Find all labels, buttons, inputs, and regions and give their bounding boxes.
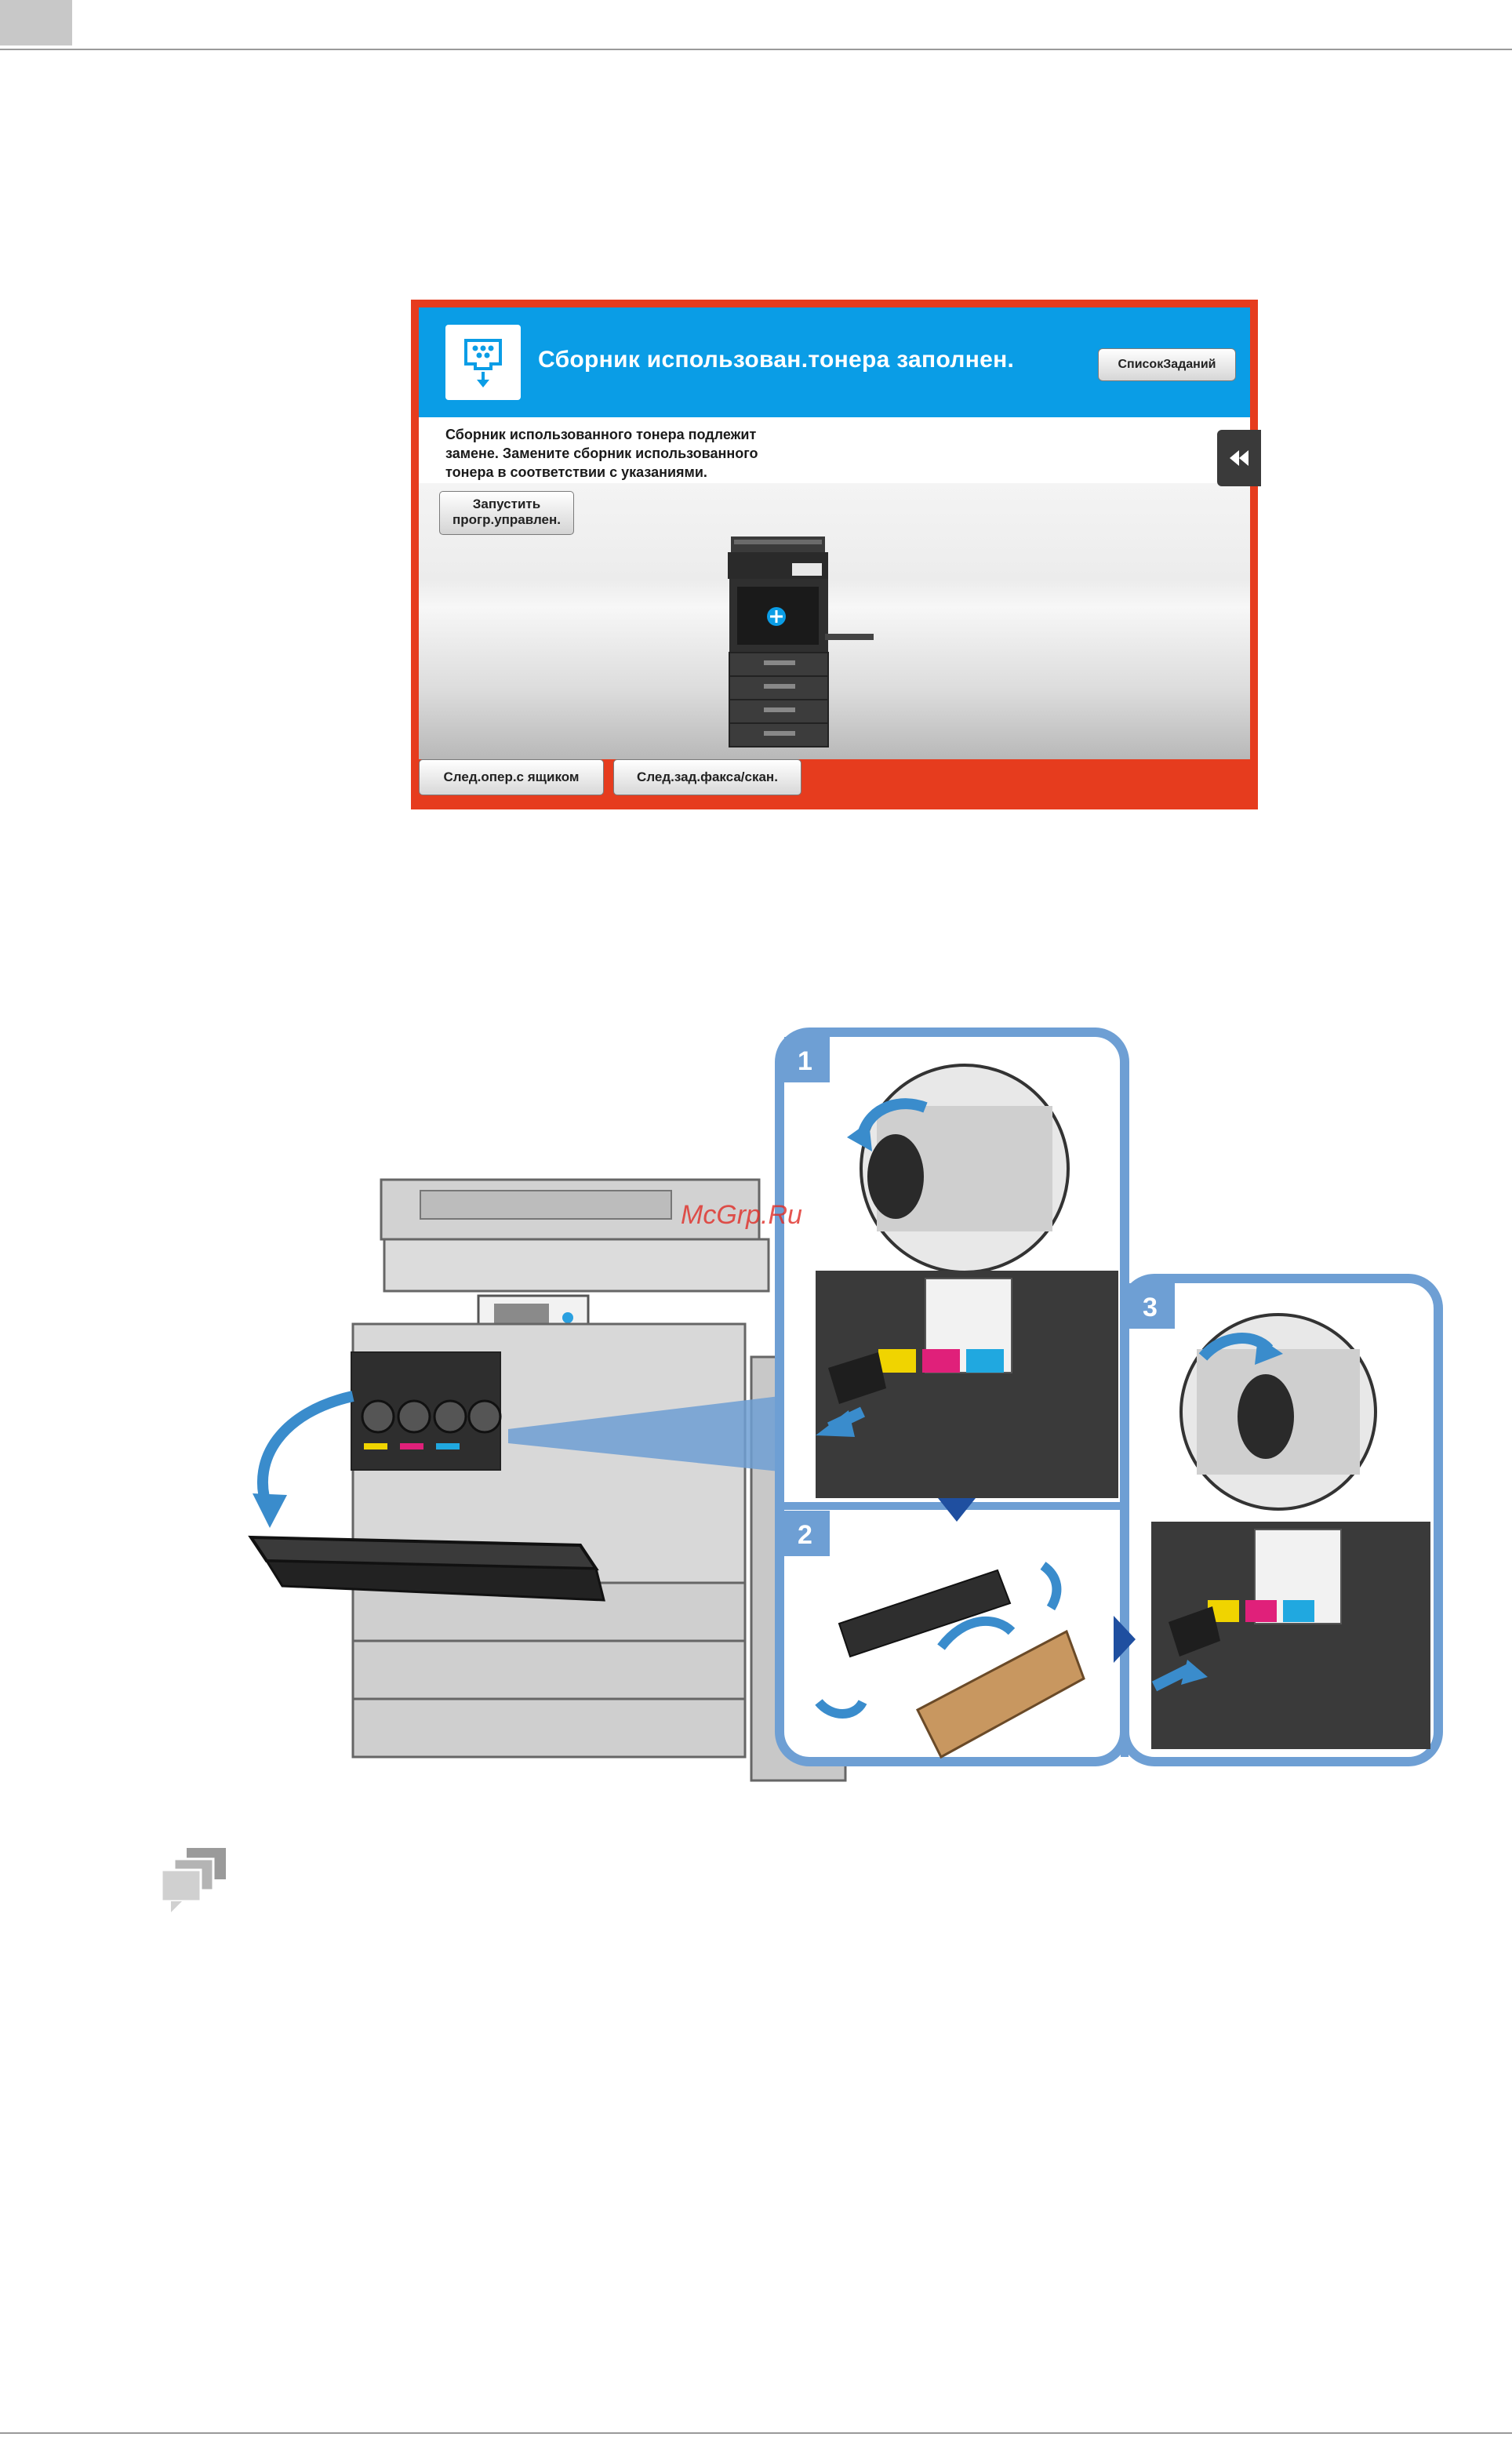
next-fax-scan-job-button[interactable]: След.зад.факса/скан. xyxy=(613,759,801,795)
step-number: 2 xyxy=(798,1520,812,1550)
control-panel-screen: Сборник использован.тонера заполнен. Спи… xyxy=(411,300,1258,809)
waste-toner-box-icon xyxy=(445,325,521,400)
start-guidance-button[interactable]: Запустить прогр.управлен. xyxy=(439,491,574,535)
step-number: 1 xyxy=(798,1046,812,1076)
message-line: замене. Замените сборник использованного xyxy=(445,444,758,463)
note-icon xyxy=(160,1848,227,1914)
message-line: тонера в соответствии с указаниями. xyxy=(445,463,758,482)
watermark: McGrp.Ru xyxy=(681,1200,802,1231)
footer-rule xyxy=(0,2432,1512,2434)
guidance-button-line: прогр.управлен. xyxy=(440,512,573,528)
replacement-message: Сборник использованного тонера подлежит … xyxy=(445,425,758,482)
step-number: 3 xyxy=(1143,1293,1158,1322)
guidance-button-line: Запустить xyxy=(440,496,573,512)
header-rule xyxy=(0,49,1512,50)
message-line: Сборник использованного тонера подлежит xyxy=(445,425,758,444)
page-tab xyxy=(0,0,72,45)
job-list-button[interactable]: СписокЗаданий xyxy=(1098,348,1236,381)
collapse-panel-tab[interactable] xyxy=(1217,430,1261,486)
screen-content: Сборник использован.тонера заполнен. Спи… xyxy=(419,307,1250,759)
double-chevron-left-icon xyxy=(1225,447,1253,469)
machine-image xyxy=(725,535,889,755)
toner-replacement-illustration: 1 2 3 xyxy=(235,1020,1459,1796)
next-box-operation-button[interactable]: След.опер.с ящиком xyxy=(419,759,604,795)
screen-title: Сборник использован.тонера заполнен. xyxy=(538,347,1014,373)
screen-header: Сборник использован.тонера заполнен. Спи… xyxy=(419,307,1250,417)
machine-drawing xyxy=(251,1180,845,1780)
